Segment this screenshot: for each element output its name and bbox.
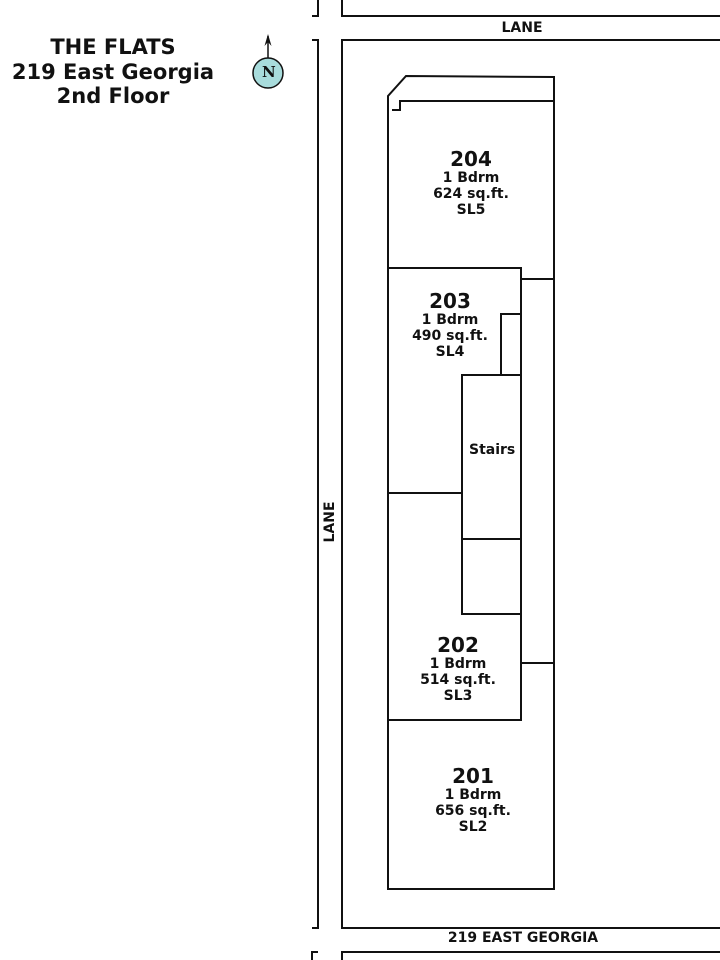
unit-strata-lot: SL3	[443, 688, 473, 704]
unit-type: 1 Bdrm	[444, 787, 502, 803]
lane-edge-top-left	[312, 0, 319, 17]
unit-203: 203 1 Bdrm 490 sq.ft. SL4	[390, 290, 510, 360]
unit-type: 1 Bdrm	[442, 170, 500, 186]
stairs-label: Stairs	[469, 442, 516, 458]
street-label-top: LANE	[501, 20, 543, 36]
street-label-bottom: 219 EAST GEORGIA	[447, 930, 599, 946]
plan-floor: 2nd Floor	[56, 84, 170, 108]
north-arrow-icon	[252, 34, 284, 89]
unit-type: 1 Bdrm	[421, 312, 479, 328]
lane-edge-left	[312, 39, 319, 929]
unit-strata-lot: SL4	[435, 344, 465, 360]
street-label-left: LANE	[322, 501, 338, 543]
building-footprint	[387, 74, 555, 890]
lane-edge-bottom-left	[311, 951, 318, 960]
unit-number: 203	[429, 289, 471, 313]
plan-title: THE FLATS	[50, 35, 176, 59]
north-letter: N	[262, 63, 276, 81]
block-outline-top	[341, 0, 720, 17]
unit-number: 202	[437, 633, 479, 657]
unit-strata-lot: SL5	[456, 202, 486, 218]
block-outline-main	[341, 39, 720, 929]
unit-number: 204	[450, 147, 492, 171]
unit-strata-lot: SL2	[458, 819, 488, 835]
unit-number: 201	[452, 764, 494, 788]
stair-core	[461, 374, 522, 615]
unit-201: 201 1 Bdrm 656 sq.ft. SL2	[413, 765, 533, 835]
unit-type: 1 Bdrm	[429, 656, 487, 672]
unit-204: 204 1 Bdrm 624 sq.ft. SL5	[411, 148, 531, 218]
block-outline-bottom	[341, 951, 720, 960]
unit-area: 656 sq.ft.	[435, 803, 511, 819]
unit-area: 514 sq.ft.	[420, 672, 496, 688]
plan-address: 219 East Georgia	[11, 60, 215, 84]
unit-area: 490 sq.ft.	[412, 328, 488, 344]
building-notch	[392, 100, 554, 111]
unit-202: 202 1 Bdrm 514 sq.ft. SL3	[398, 634, 518, 704]
unit-area: 624 sq.ft.	[433, 186, 509, 202]
shaft	[500, 313, 522, 376]
